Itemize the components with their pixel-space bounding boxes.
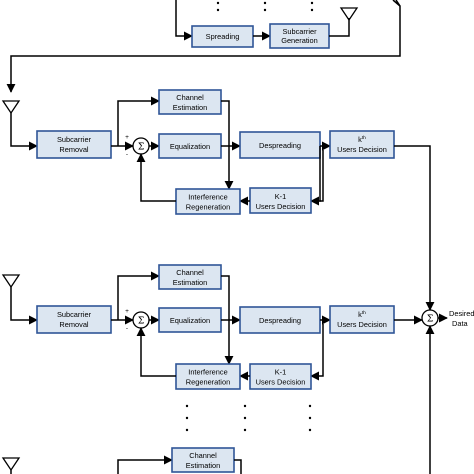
regeneration-feedback-line	[136, 153, 176, 202]
plus-sign: +	[125, 134, 129, 141]
k1-users-decision-block	[249, 187, 312, 214]
to-tx-antenna-line	[329, 18, 350, 37]
subcarrier-removal-label: Removal	[59, 145, 89, 154]
interference-regeneration-label: Regeneration	[186, 378, 230, 387]
k1-users-decision-label: Users Decision	[256, 378, 306, 387]
subcarrier-removal-label: Subcarrier	[57, 135, 92, 144]
minus-sign: -	[126, 325, 128, 332]
estimation-to-regeneration-line	[221, 275, 234, 365]
subcarrier-removal-label: Subcarrier	[57, 310, 92, 319]
tx-antenna-icon	[339, 7, 359, 22]
despreading-to-k1-arrow	[310, 150, 324, 206]
interference-regeneration-label: Interference	[188, 193, 227, 202]
branch-to-channel-estimation	[117, 455, 173, 474]
channel-estimation-block	[158, 89, 222, 115]
ellipsis-dot	[263, 8, 267, 12]
interference-regeneration-label: Interference	[188, 368, 227, 377]
desired-data-label: Data	[452, 319, 469, 328]
ellipsis-dot	[308, 416, 312, 420]
interference-regeneration-block	[175, 363, 241, 390]
channel-arrow-head	[392, 0, 401, 7]
branch-to-channel-estimation	[117, 96, 160, 146]
antenna-feed-line	[10, 287, 38, 325]
final-sum-symbol: Σ	[427, 315, 433, 325]
channel-estimation-label: Estimation	[186, 461, 221, 470]
subcarrier-generation-block	[269, 23, 330, 49]
antenna-feed-line	[10, 113, 38, 151]
input-line	[175, 0, 193, 41]
ellipsis-dot	[310, 1, 314, 5]
interference-regeneration-label: Regeneration	[186, 203, 230, 212]
equalization-label: Equalization	[170, 142, 210, 151]
kth-label: kth	[358, 310, 366, 319]
despreading-label: Despreading	[259, 141, 301, 150]
channel-estimation-label: Channel	[176, 268, 204, 277]
channel-estimation-label: Estimation	[173, 278, 208, 287]
ellipsis-dot	[185, 416, 189, 420]
combiner-section: Σ Desired Data	[421, 309, 474, 474]
minus-sign: -	[126, 151, 128, 158]
kth-users-decision-label: Users Decision	[337, 145, 387, 154]
equalization-block	[158, 307, 222, 333]
rx-antenna-icon	[1, 100, 21, 115]
plus-sign: +	[125, 308, 129, 315]
channel-estimation-block	[158, 264, 222, 290]
kth-users-decision-label: Users Decision	[337, 320, 387, 329]
kth-users-decision-block	[329, 305, 395, 334]
desired-data-label: Desired	[449, 309, 474, 318]
k1-users-decision-block	[249, 363, 312, 390]
channel-estimation-label: Channel	[189, 451, 217, 460]
despreading-block	[239, 131, 321, 159]
subcarrier-generation-label: Generation	[281, 36, 318, 45]
channel-estimation-block	[171, 447, 235, 473]
sum-symbol: Σ	[138, 317, 144, 327]
estimation-out-line	[234, 459, 242, 474]
ellipsis-dot	[243, 416, 247, 420]
regeneration-feedback-line	[136, 327, 176, 377]
receiver-branch-1: Subcarrier Removal Σ + - Channel Estimat…	[1, 89, 435, 311]
kth-output-to-combiner	[394, 145, 435, 311]
subcarrier-removal-label: Removal	[59, 320, 89, 329]
subcarrier-removal-block	[36, 130, 112, 159]
despreading-to-k1-arrow	[310, 324, 324, 381]
k1-label: K-1	[275, 368, 287, 377]
transmitter-section: Spreading Subcarrier Generation	[6, 0, 401, 93]
rx-antenna-icon	[1, 457, 21, 472]
ellipsis-dot	[185, 428, 189, 432]
ellipsis-dot	[216, 1, 220, 5]
ellipsis-dot	[308, 428, 312, 432]
ellipsis-dot	[243, 428, 247, 432]
ellipsis-dot	[263, 1, 267, 5]
more-users-ellipsis	[185, 404, 312, 432]
receiver-branch-k: Channel Estimation	[1, 447, 242, 474]
channel-estimation-label: Estimation	[173, 103, 208, 112]
kth-label: kth	[358, 135, 366, 144]
equalization-label: Equalization	[170, 316, 210, 325]
k1-users-decision-label: Users Decision	[256, 202, 306, 211]
channel-estimation-label: Channel	[176, 93, 204, 102]
kth-users-decision-block	[329, 130, 395, 159]
receiver-branch-2: Subcarrier Removal Σ + - Channel Estimat…	[1, 264, 423, 390]
ellipsis-dot	[308, 404, 312, 408]
subcarrier-removal-block	[36, 305, 112, 334]
rx-antenna-icon	[1, 274, 21, 289]
despreading-label: Despreading	[259, 316, 301, 325]
ellipsis-dot	[216, 8, 220, 12]
estimation-to-regeneration-line	[221, 100, 234, 190]
ellipsis-dot	[185, 404, 189, 408]
branch-to-channel-estimation	[117, 271, 160, 320]
despreading-to-k1-decision	[319, 146, 321, 202]
ellipsis-dot	[310, 8, 314, 12]
sum-symbol: Σ	[138, 143, 144, 153]
subcarrier-generation-label: Subcarrier	[282, 27, 317, 36]
ellipsis-dot	[243, 404, 247, 408]
spreading-label: Spreading	[206, 32, 240, 41]
k1-label: K-1	[275, 192, 287, 201]
equalization-block	[158, 133, 222, 159]
